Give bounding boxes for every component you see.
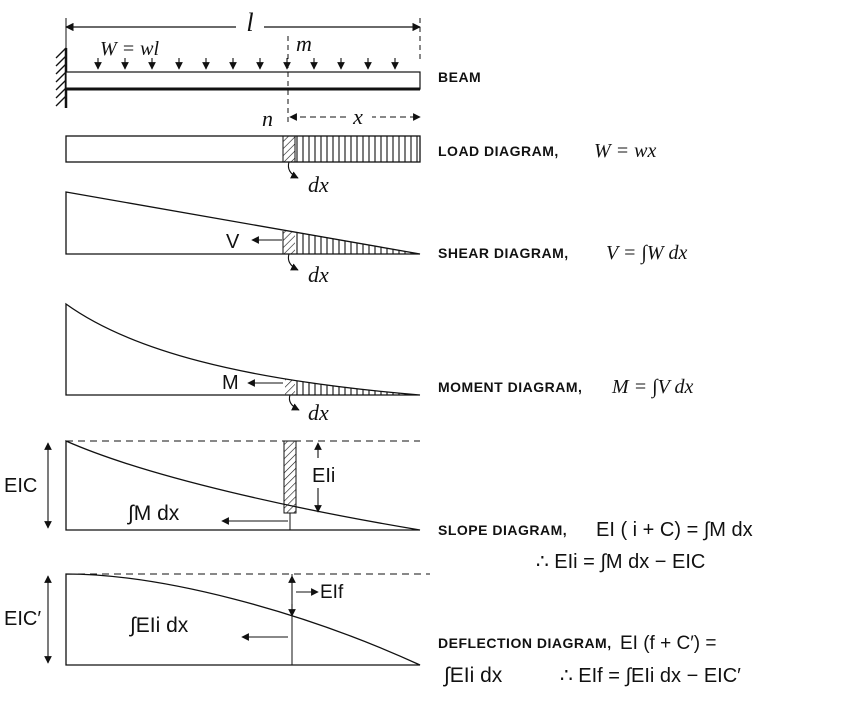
slope-eii-label: EIi <box>312 465 335 487</box>
shear-caption-eq: V = ∫W dx <box>606 242 687 265</box>
moment-caption-prefix: MOMENT DIAGRAM, <box>438 379 582 395</box>
deflection-diagram-outline <box>65 573 421 666</box>
deflection-caption-line2b: ∴ EIf = ∫EIi dx − EIC′ <box>560 665 741 687</box>
distributed-load-arrow-set <box>121 58 399 70</box>
shear-dx-strip <box>283 192 295 254</box>
span-label: l <box>246 8 253 37</box>
span-label-bg <box>236 14 264 36</box>
slope-integral-label: ∫M dx <box>127 502 180 525</box>
dist-x-label-bg <box>346 104 372 126</box>
load-hatched-area <box>295 136 420 162</box>
load-dx-label: dx <box>308 172 329 197</box>
slope-diagram: EIC EIi ∫M dx SLOPE DIAGRAM, EI ( i + C)… <box>2 440 753 573</box>
deflection-caption-prefix: DEFLECTION DIAGRAM, <box>438 635 612 651</box>
load-label: W = wl <box>100 38 159 60</box>
wall-hatch <box>55 47 67 107</box>
moment-diagram: M dx MOMENT DIAGRAM, M = ∫V dx <box>65 302 693 425</box>
shear-dx-label: dx <box>308 262 329 287</box>
beam-section: l W = wl m BEAM n x <box>55 8 481 131</box>
moment-dx-pointer <box>288 394 300 411</box>
slope-diagram-outline <box>65 440 421 531</box>
shear-v-label: V <box>226 231 240 253</box>
point-n-label: n <box>262 106 273 131</box>
load-caption-eq: W = wx <box>594 140 656 162</box>
load-diagram: dx LOAD DIAGRAM, W = wx <box>65 135 656 197</box>
beam-body <box>65 71 421 90</box>
point-m-label: m <box>296 31 312 56</box>
shear-diagram: V dx SHEAR DIAGRAM, V = ∫W dx <box>65 191 687 287</box>
deflection-caption-eq: EI (f + C′) = <box>620 633 716 654</box>
slope-caption-eq: EI ( i + C) = ∫M dx <box>596 519 753 541</box>
deflection-eif-label: EIf <box>320 582 344 603</box>
moment-hatched-area <box>295 360 420 395</box>
moment-m-label: M <box>222 372 239 394</box>
slope-caption-prefix: SLOPE DIAGRAM, <box>438 522 567 538</box>
slope-eii-strip <box>283 440 297 514</box>
slope-eic-bg <box>2 468 42 498</box>
slope-caption-line2: ∴ EIi = ∫M dx − EIC <box>536 551 705 573</box>
shear-caption-prefix: SHEAR DIAGRAM, <box>438 245 569 261</box>
deflection-eic-bg <box>2 602 44 632</box>
beam-name: BEAM <box>438 69 481 85</box>
deflection-diagram: EIC′ EIf ∫EIi dx DEFLECTION DIAGRAM, EI … <box>2 573 741 687</box>
load-dx-pointer <box>287 161 299 179</box>
deflection-caption-line2a: ∫EIi dx <box>443 664 503 687</box>
moment-diagram-outline <box>65 302 421 396</box>
slope-eic-label: EIC <box>4 475 37 497</box>
dist-x-label: x <box>352 104 363 129</box>
load-caption-prefix: LOAD DIAGRAM, <box>438 143 559 159</box>
shear-dx-pointer <box>287 253 299 271</box>
moment-dx-label: dx <box>308 400 329 425</box>
deflection-integral-label: ∫EIi dx <box>129 614 189 637</box>
deflection-eic-label: EIC′ <box>4 608 41 630</box>
moment-caption-eq: M = ∫V dx <box>611 376 693 399</box>
load-dx-strip <box>282 135 296 163</box>
